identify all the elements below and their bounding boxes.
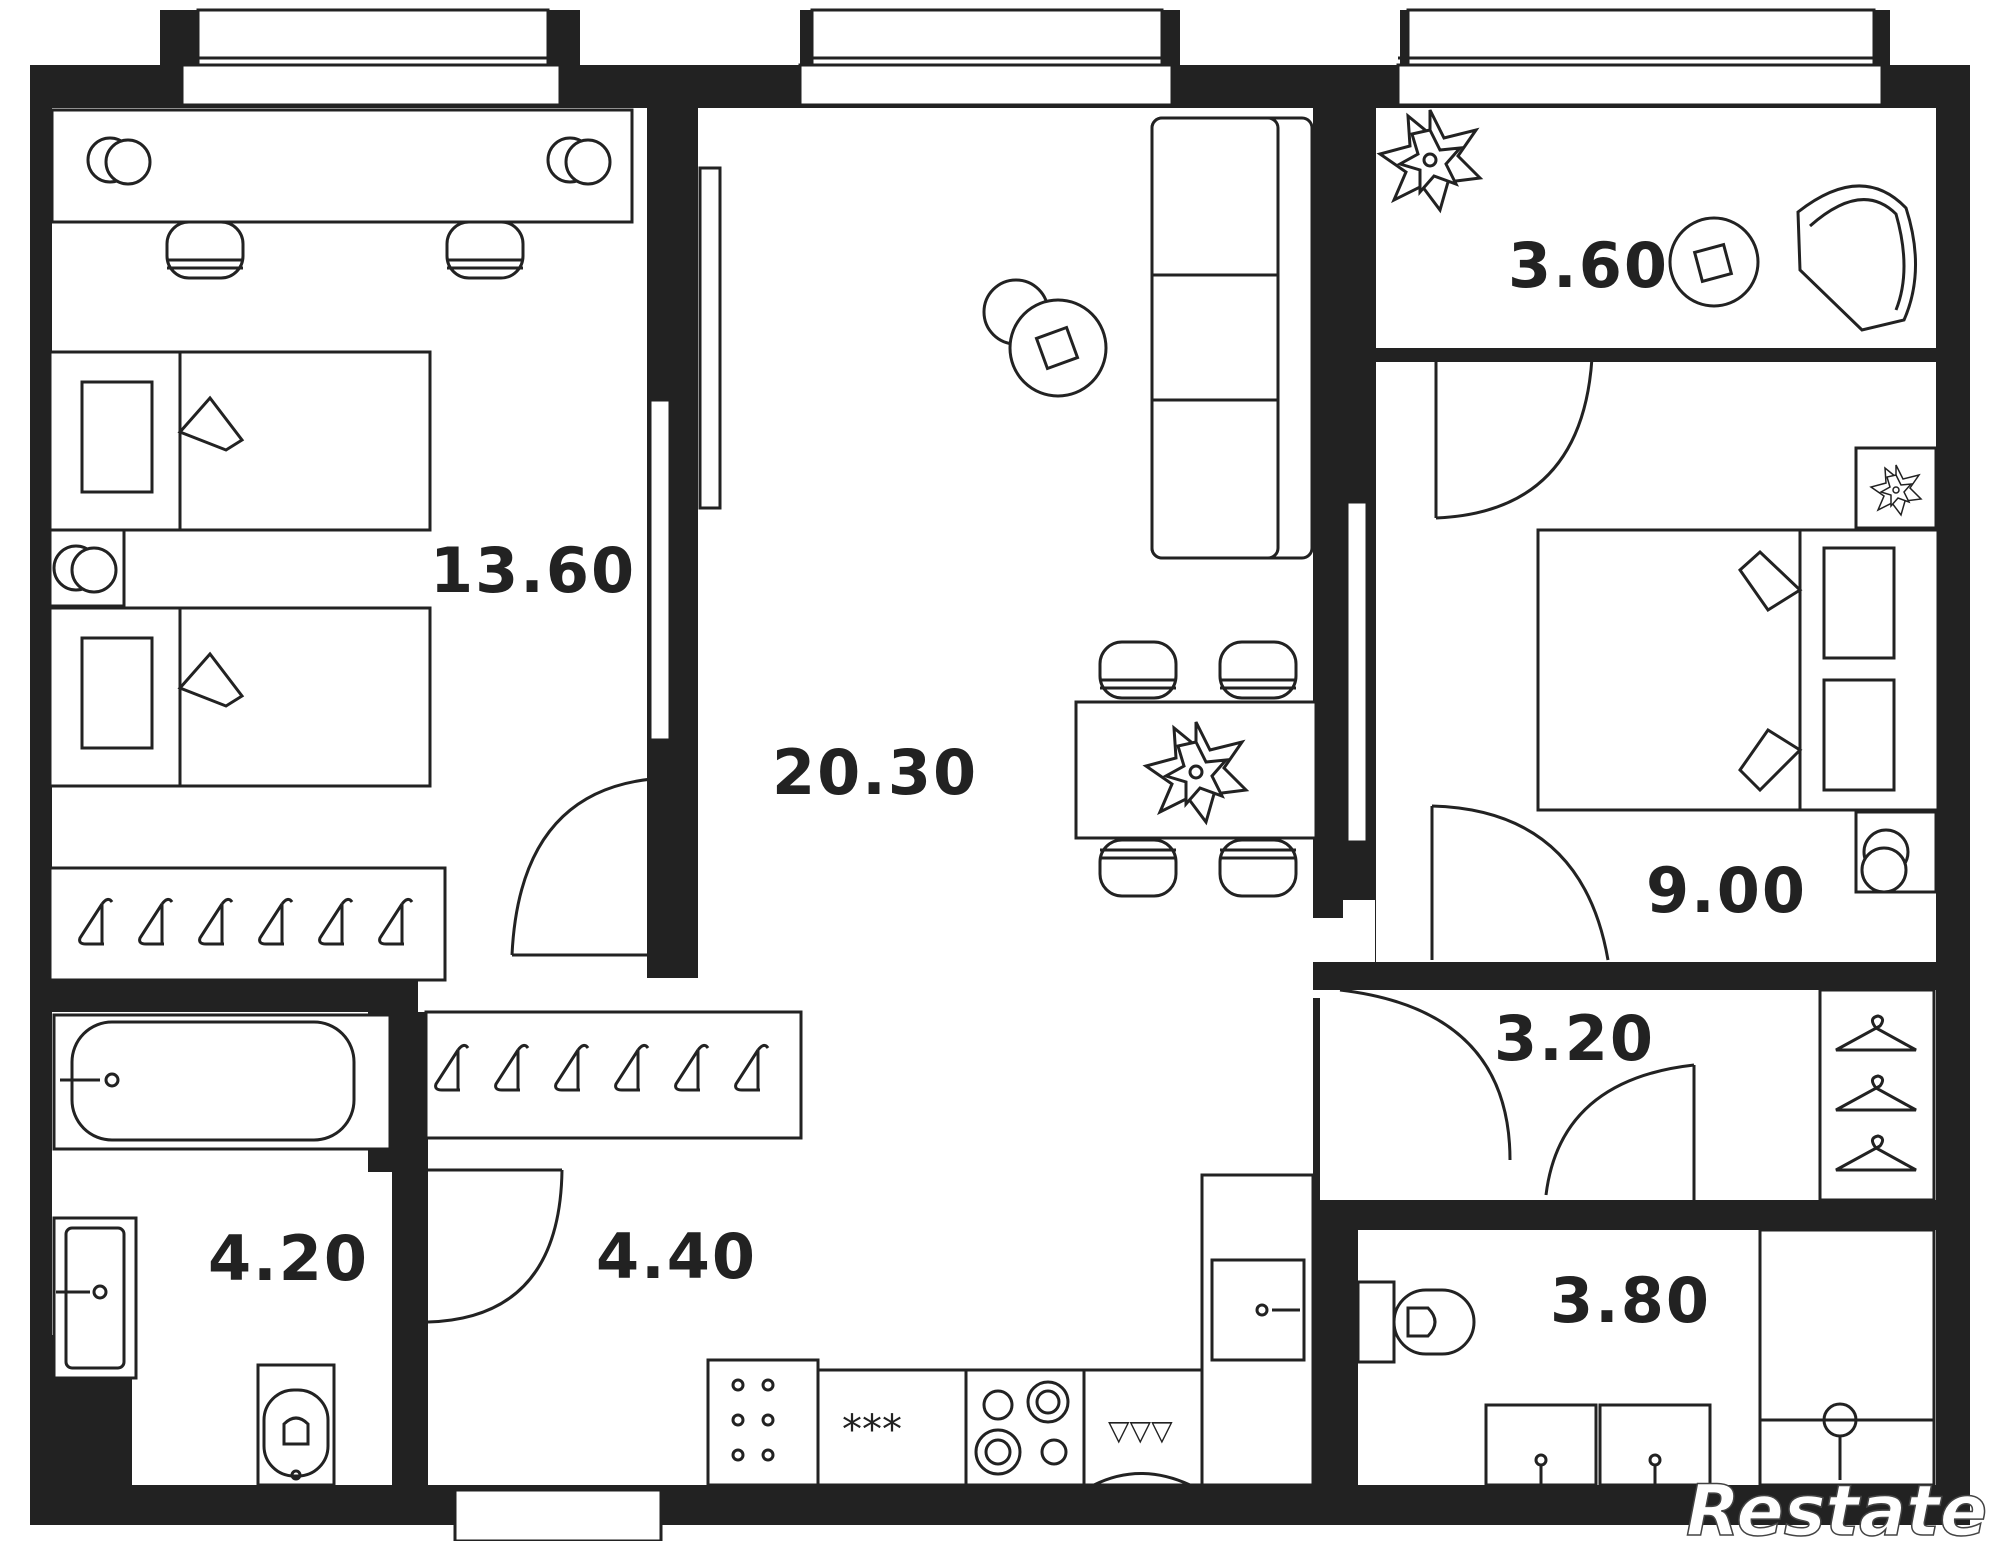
area-label-bedroom-right: 9.00 [1646, 854, 1807, 927]
area-label-hallway-entry: 4.40 [596, 1220, 757, 1293]
desk-chair-left [165, 220, 245, 280]
room-area-labels: 13.60 20.30 3.60 9.00 3.20 4.20 4.40 3.8… [208, 229, 1807, 1337]
watermark-logo: Restate [1686, 1470, 1987, 1541]
nightstand-lamp-icon [52, 544, 118, 594]
armchair-icon [1796, 184, 1918, 332]
area-label-loggia: 3.60 [1508, 229, 1669, 302]
hallway-right-closet [1544, 988, 1936, 1202]
area-label-bedroom-left: 13.60 [430, 534, 636, 607]
desk-chair-right [445, 220, 525, 280]
area-label-bathroom-right: 3.80 [1550, 1264, 1711, 1337]
area-label-bathroom-left: 4.20 [208, 1222, 369, 1295]
stove-icon [731, 1378, 775, 1462]
bathroom-left-fixtures [52, 1013, 392, 1487]
bathroom-right-fixtures [1356, 1228, 1936, 1487]
living-room-furniture [982, 116, 1512, 1161]
svg-text:▽▽▽: ▽▽▽ [1108, 1414, 1173, 1447]
bed-bottom-icon [48, 606, 432, 788]
wardrobe-hall [424, 1010, 803, 1324]
toilet-right-icon [1356, 1280, 1476, 1364]
kitchen-units: *** ▽▽▽ [706, 1173, 1315, 1487]
loggia-furniture [1378, 108, 1918, 520]
area-label-hallway-right: 3.20 [1494, 1002, 1655, 1075]
bed-top-icon [48, 350, 432, 532]
nightstand-right-lamp [1860, 828, 1910, 894]
windows [180, 8, 1884, 1541]
sofa-icon [1150, 116, 1314, 560]
area-label-living-kitchen: 20.30 [772, 736, 978, 809]
coffee-table-icon [982, 278, 1108, 398]
inner-walls [52, 108, 1936, 1491]
toilet-left-icon [256, 1363, 336, 1487]
double-bed-icon [1536, 528, 1940, 812]
lamp-left-icon [86, 136, 152, 186]
lamp-right-icon [546, 136, 612, 186]
floor-areas [52, 108, 1936, 1485]
svg-text:***: *** [842, 1407, 902, 1453]
room-13-60-furniture [48, 108, 722, 982]
bedroom-right-furniture [1430, 446, 1940, 961]
cooktop-icon [974, 1380, 1070, 1476]
